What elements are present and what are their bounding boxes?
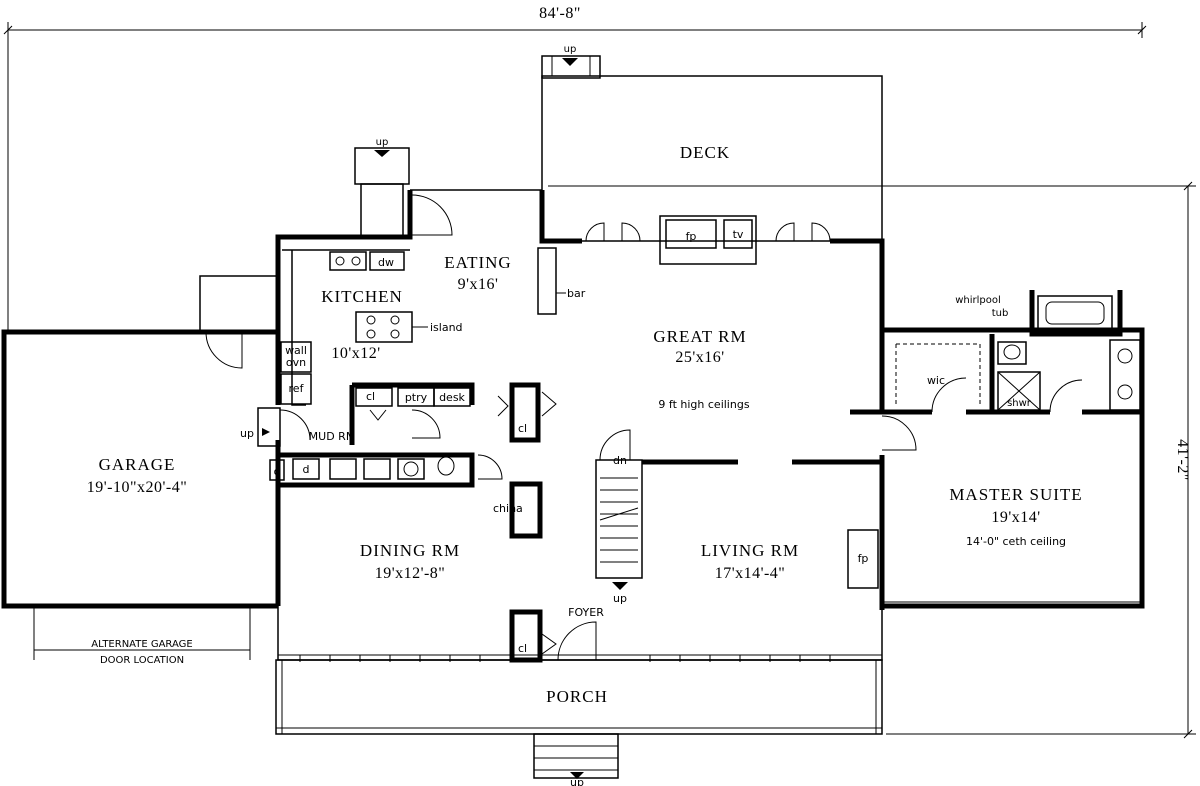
master-suite-label: MASTER SUITE — [949, 485, 1082, 504]
bar-label: bar — [567, 287, 586, 300]
dining-rm-label: DINING RM — [360, 541, 460, 560]
alt-garage-note-2: DOOR LOCATION — [100, 655, 184, 666]
foyer-label: FOYER — [568, 606, 604, 619]
alt-garage-note-1: ALTERNATE GARAGE — [91, 639, 192, 650]
porch-stair-arrow-icon — [570, 772, 584, 779]
living-fireplace-label: fp — [858, 552, 869, 565]
water-heater-label: o — [274, 465, 281, 478]
living-rm-size: 17'x14'-4" — [715, 565, 786, 582]
refrigerator-label: ref — [289, 382, 305, 395]
deck-stair-arrow-icon — [562, 58, 578, 66]
eating-area: bar EATING 9'x16' — [444, 247, 586, 315]
rear-steps: up — [354, 137, 410, 239]
rear-doors — [411, 194, 831, 242]
wall-oven-label-1: wall — [285, 344, 307, 357]
kitchen-size: 10'x12' — [331, 345, 380, 362]
mud-closet-label: cl — [366, 390, 375, 403]
stair-down-label: dn — [613, 454, 627, 467]
island-label: island — [430, 321, 463, 334]
stair-up-label: up — [613, 592, 627, 605]
mud-room-block: cl ptry desk MUD RM d o — [269, 382, 503, 488]
whirlpool-label-2: tub — [992, 308, 1009, 319]
great-room: GREAT RM 25'x16' 9 ft high ceilings — [653, 327, 749, 411]
eating-label: EATING — [444, 253, 511, 272]
kitchen: dw KITCHEN 10'x12' island wall ovn ref — [280, 249, 463, 406]
dryer-label: d — [303, 463, 310, 476]
garage: GARAGE 19'-10"x20'-4" ALTERNATE GARAGE D… — [1, 275, 279, 666]
great-rm-fireplace: fp tv — [659, 215, 757, 265]
dining-rm-size: 19'x12'-8" — [375, 565, 446, 582]
whirlpool-label-1: whirlpool — [955, 295, 1001, 306]
garage-size: 19'-10"x20'-4" — [87, 479, 187, 496]
living-room: LIVING RM 17'x14'-4" fp — [701, 529, 879, 589]
overall-width-dimension: 84'-8" — [3, 5, 1147, 330]
great-rm-label: GREAT RM — [653, 327, 746, 346]
garage-entry-up-label: up — [240, 427, 254, 440]
walk-in-closet-label: wic — [927, 374, 945, 387]
great-rm-size: 25'x16' — [675, 349, 724, 366]
porch-label: PORCH — [546, 687, 608, 706]
front-windows — [278, 654, 882, 662]
garage-entry: up — [240, 407, 311, 447]
rear-steps-up-label: up — [376, 137, 389, 148]
overall-width-label: 84'-8" — [539, 5, 581, 22]
dining-room: DINING RM 19'x12'-8" — [360, 541, 460, 582]
shower-label: shwr — [1007, 398, 1032, 409]
foyer-closet-label: cl — [518, 642, 527, 655]
living-rm-label: LIVING RM — [701, 541, 799, 560]
fireplace-label: fp — [686, 230, 697, 243]
mud-room-label: MUD RM — [309, 430, 356, 443]
tv-label: tv — [733, 228, 744, 241]
master-suite-size: 19'x14' — [991, 509, 1040, 526]
kitchen-label: KITCHEN — [321, 287, 403, 306]
desk-label: desk — [439, 391, 465, 404]
deck-label: DECK — [680, 143, 730, 162]
master-suite: wic whirlpool tub shwr MASTER SUITE 19'x… — [850, 290, 1142, 610]
porch: PORCH up — [275, 659, 883, 786]
wall-oven-label-2: ovn — [286, 356, 306, 369]
porch-up-label: up — [570, 776, 584, 786]
garage-entry-arrow-icon — [262, 428, 270, 436]
master-suite-ceiling-note: 14'-0" ceth ceiling — [966, 535, 1066, 548]
deck: up DECK — [541, 44, 883, 242]
exterior-walls — [275, 189, 1145, 661]
stair-arrow-icon — [612, 582, 628, 590]
dishwasher-label: dw — [378, 256, 394, 269]
eating-size: 9'x16' — [458, 276, 499, 293]
great-rm-ceiling-note: 9 ft high ceilings — [658, 398, 749, 411]
rear-stair-arrow-icon — [374, 150, 390, 157]
deck-up-label: up — [564, 44, 577, 55]
central-core: cl china dn up cl FOYER — [493, 382, 880, 663]
overall-depth-label: 41'-2" — [1174, 439, 1191, 481]
pantry-label: ptry — [405, 391, 428, 404]
hall-closet-label: cl — [518, 422, 527, 435]
china-label: china — [493, 502, 523, 515]
overall-depth-dimension: 41'-2" — [548, 181, 1196, 739]
garage-label: GARAGE — [99, 455, 176, 474]
